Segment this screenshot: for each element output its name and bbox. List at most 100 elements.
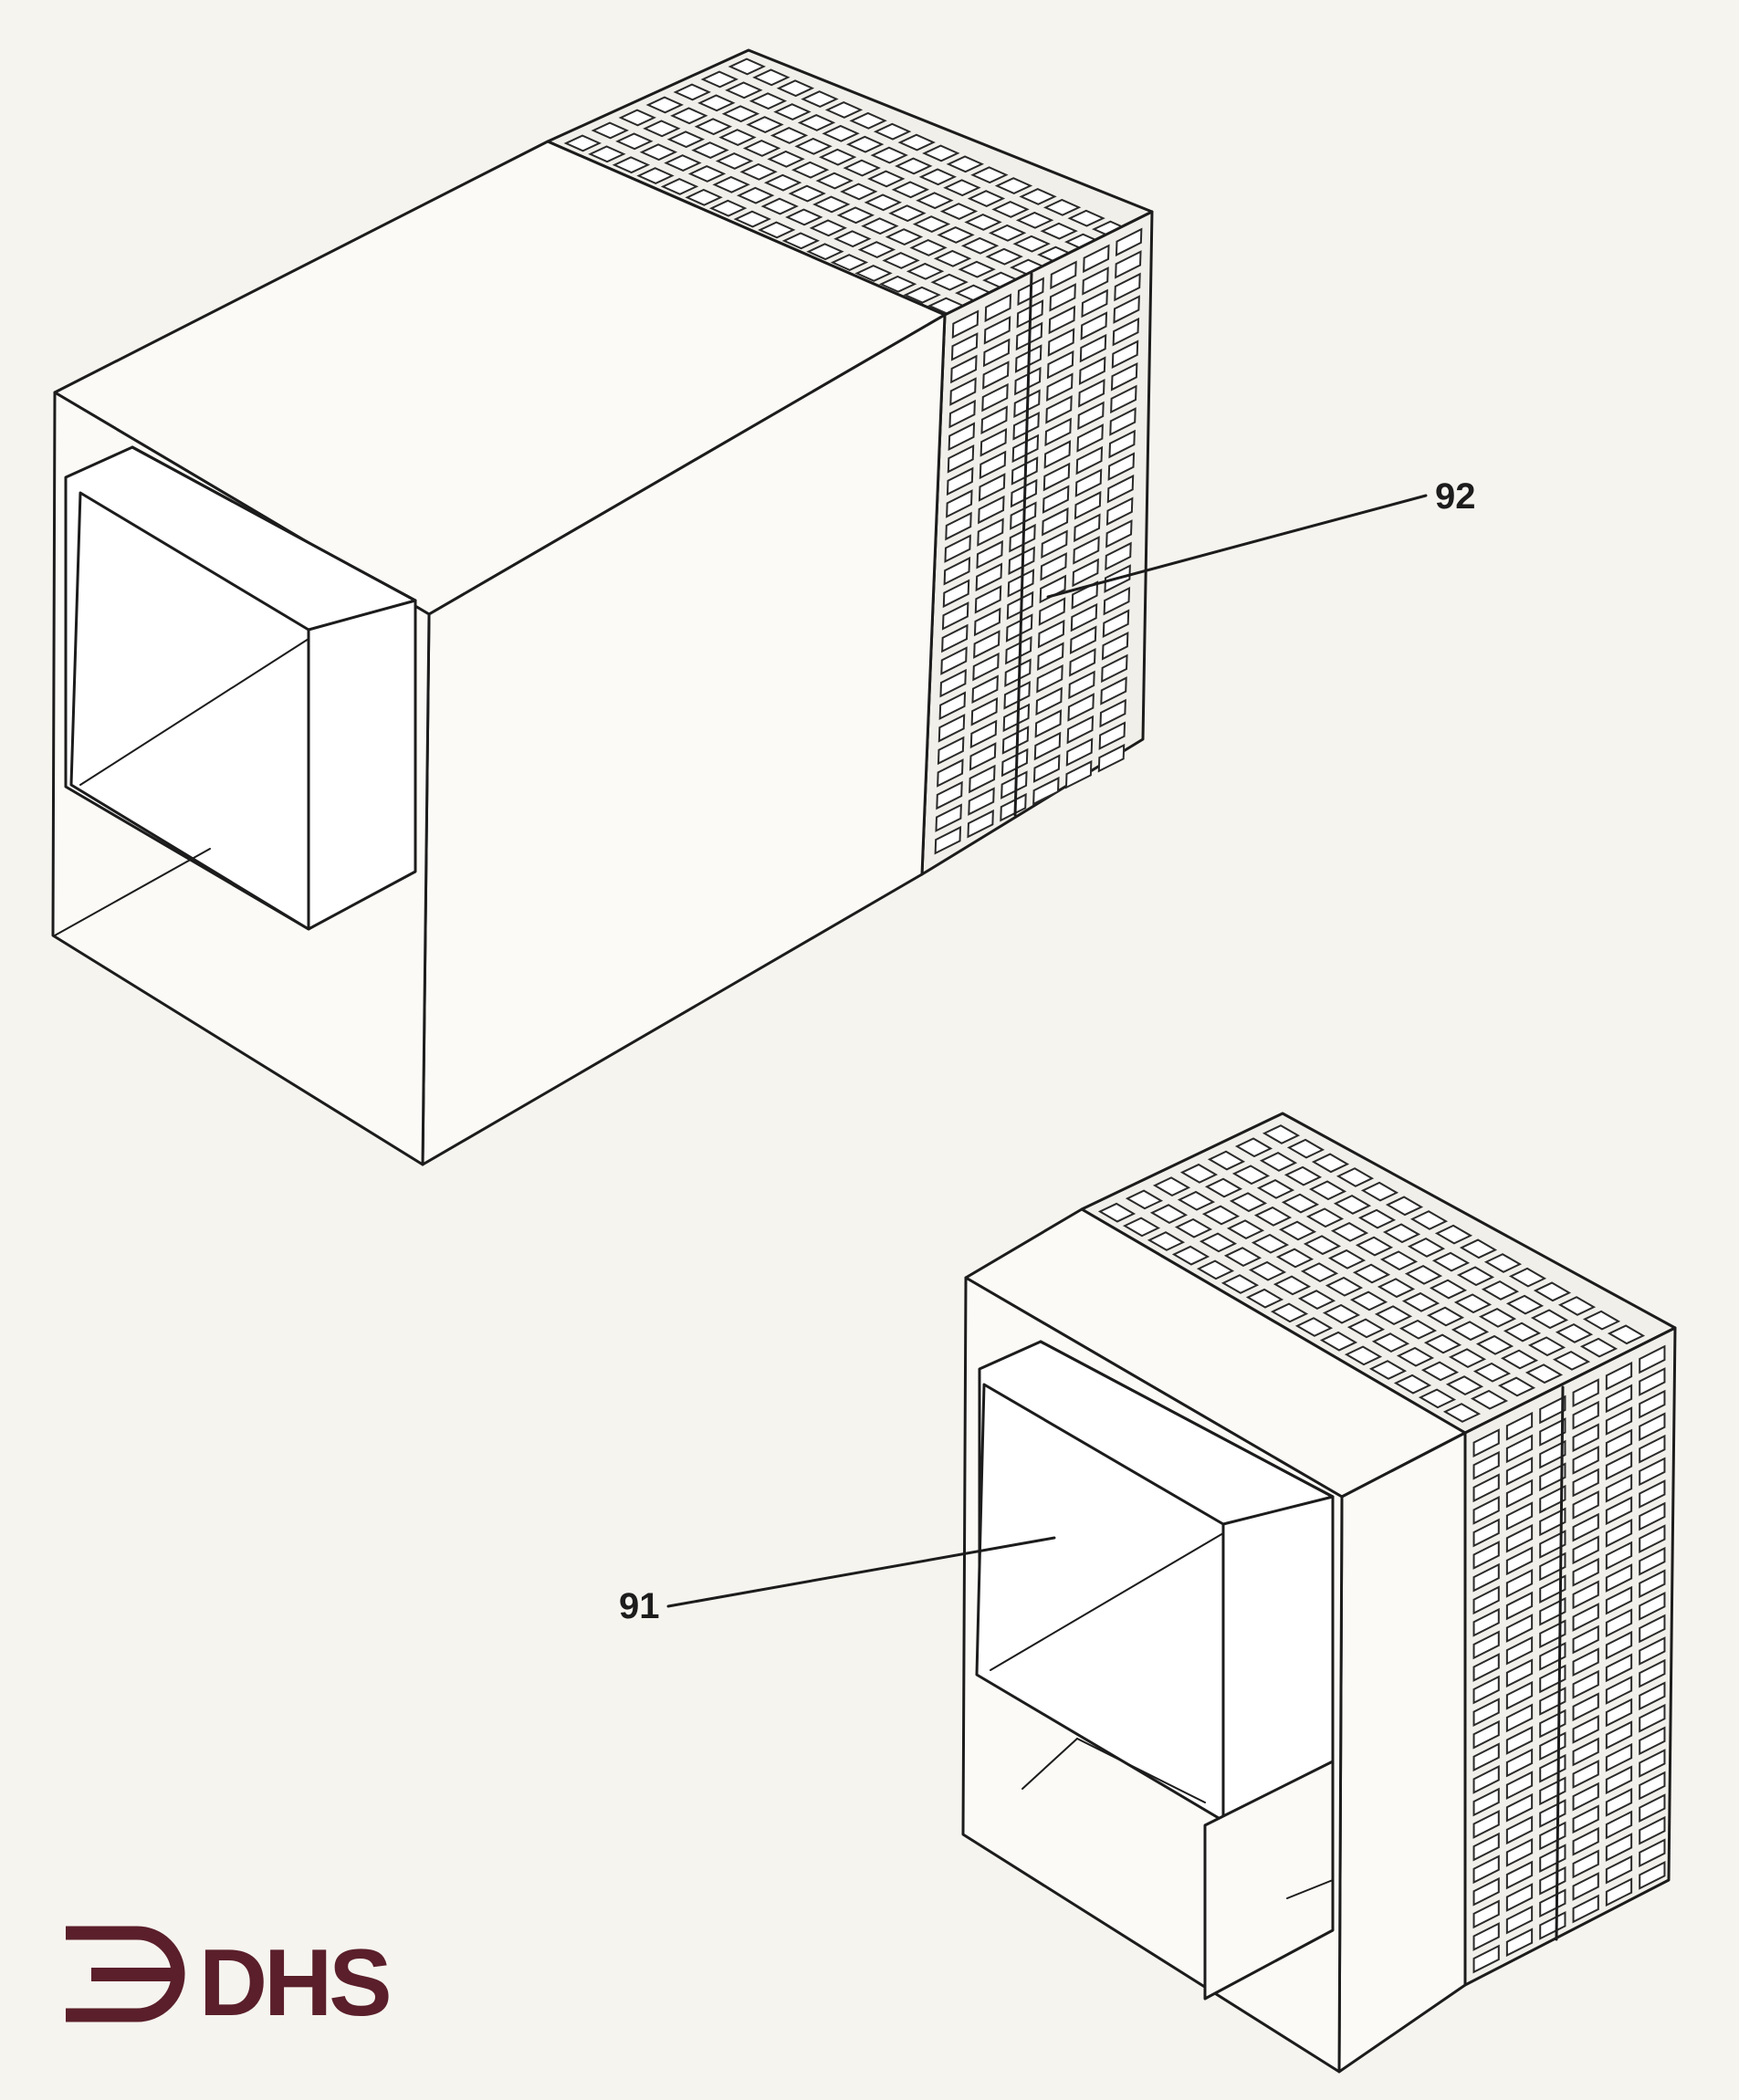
grille-slot [1503,1322,1542,1343]
grille-slot [974,585,1002,614]
grille-slot [718,129,757,147]
grille-slot [1122,1217,1161,1238]
grille-slot [666,131,706,149]
grille-slot [967,809,994,839]
grille-slot [1426,1306,1465,1327]
grille-side-slots-2 [1472,1344,1666,1974]
grille-slot [1639,1412,1666,1442]
grille-slot [1270,1302,1309,1323]
grille-slot [1349,1290,1388,1311]
grille-slot [1505,1860,1534,1890]
grille-slot [878,275,917,293]
grille-slot [1605,1630,1633,1660]
grille-slot [1639,1703,1666,1733]
grille-slot [968,787,995,816]
grille-slot [854,264,893,282]
grille-slot [1505,1815,1534,1845]
dhs-logo-text: DHS [199,1930,389,2036]
grille-slot [1605,1384,1633,1414]
grille-slot [1106,474,1135,504]
grille-slot [909,238,948,256]
grille-slot [1199,1232,1238,1253]
grille-slot [1605,1698,1633,1728]
grille-slot [1639,1569,1666,1599]
grille-slot [1505,1771,1534,1800]
grille-slot [1115,227,1143,257]
grille-slot [1572,1468,1599,1498]
grille-slot [1572,1625,1599,1655]
grille-slot [1319,1331,1358,1352]
grille-slot [1098,721,1126,750]
grille-slot [833,230,872,248]
grille-slot [1259,1152,1298,1172]
grille-slot [1555,1323,1594,1343]
grille-slot [1572,1826,1599,1856]
grille-slot [940,646,968,675]
grille-slot [1032,776,1060,806]
grille-slot [1472,1428,1500,1457]
grille-slot [1330,1221,1369,1242]
grille-slot [1226,1219,1265,1240]
grille-slot [1108,429,1136,459]
grille-slot [1539,1417,1566,1447]
grille-slot [973,607,1001,637]
grille-slot [978,473,1006,502]
inner-diagonal-1 [79,638,309,786]
grille-slot [1505,1478,1534,1509]
grille-slot [1639,1838,1666,1868]
grille-slot [1080,311,1108,340]
grille-slot [1253,1206,1293,1227]
grille-slot [739,162,778,181]
grille-slot [980,405,1008,434]
grille-slot [1114,272,1141,302]
grille-slot [1605,1833,1633,1862]
grille-slot [1431,1251,1471,1272]
grille-slot [1539,1507,1566,1537]
grille-slot [797,113,836,131]
grille-slot [1605,1765,1633,1795]
grille-slot [945,511,972,541]
grille-slot [1605,1653,1633,1683]
grille-slot [1039,574,1067,604]
assembly-long-duct [51,48,1154,1166]
grille-slot [1067,693,1095,722]
grille-slot [1505,1680,1534,1710]
grille-slot [1505,1546,1534,1576]
grille-slot [1046,350,1074,380]
grille-slot [967,190,1006,208]
grille-slot [1069,648,1096,677]
grille-slot [1639,1861,1666,1890]
grille-slot [1404,1264,1443,1285]
grille-slot [1113,295,1140,324]
grille-slot [639,143,678,162]
grille-slot [1107,452,1136,481]
grille-slot [758,221,796,239]
grille-slot [1407,1238,1446,1258]
grille-slot [1048,305,1076,335]
grille-slot [1639,1546,1666,1576]
grille-slot [891,181,930,199]
grille-slot [1275,1248,1315,1269]
grille-slot [1305,1207,1345,1228]
grille-slot [1001,726,1030,755]
grille-slot [1019,187,1057,205]
grille-slot [1245,1288,1284,1309]
grille-slot [1639,1771,1666,1801]
grille-slot [1456,1266,1495,1287]
grille-slot [1639,1793,1666,1823]
grille-slot [946,155,985,173]
grille-slot [1385,1196,1424,1217]
grille-slot [1572,1490,1599,1520]
grille-slot [958,260,996,278]
inner-edge-b-1 [307,599,417,632]
grille-slot [1423,1333,1462,1354]
grille-slot [864,193,903,212]
grille-slot [1472,1698,1500,1727]
bracket-brace-b-2 [1076,1738,1206,1803]
grille-slot [944,534,971,563]
grille-slot [1605,1854,1633,1885]
grille-slot [806,243,844,261]
grille-slot [946,466,974,496]
grille-slot [1015,211,1054,229]
grille-slot [1220,1274,1260,1294]
